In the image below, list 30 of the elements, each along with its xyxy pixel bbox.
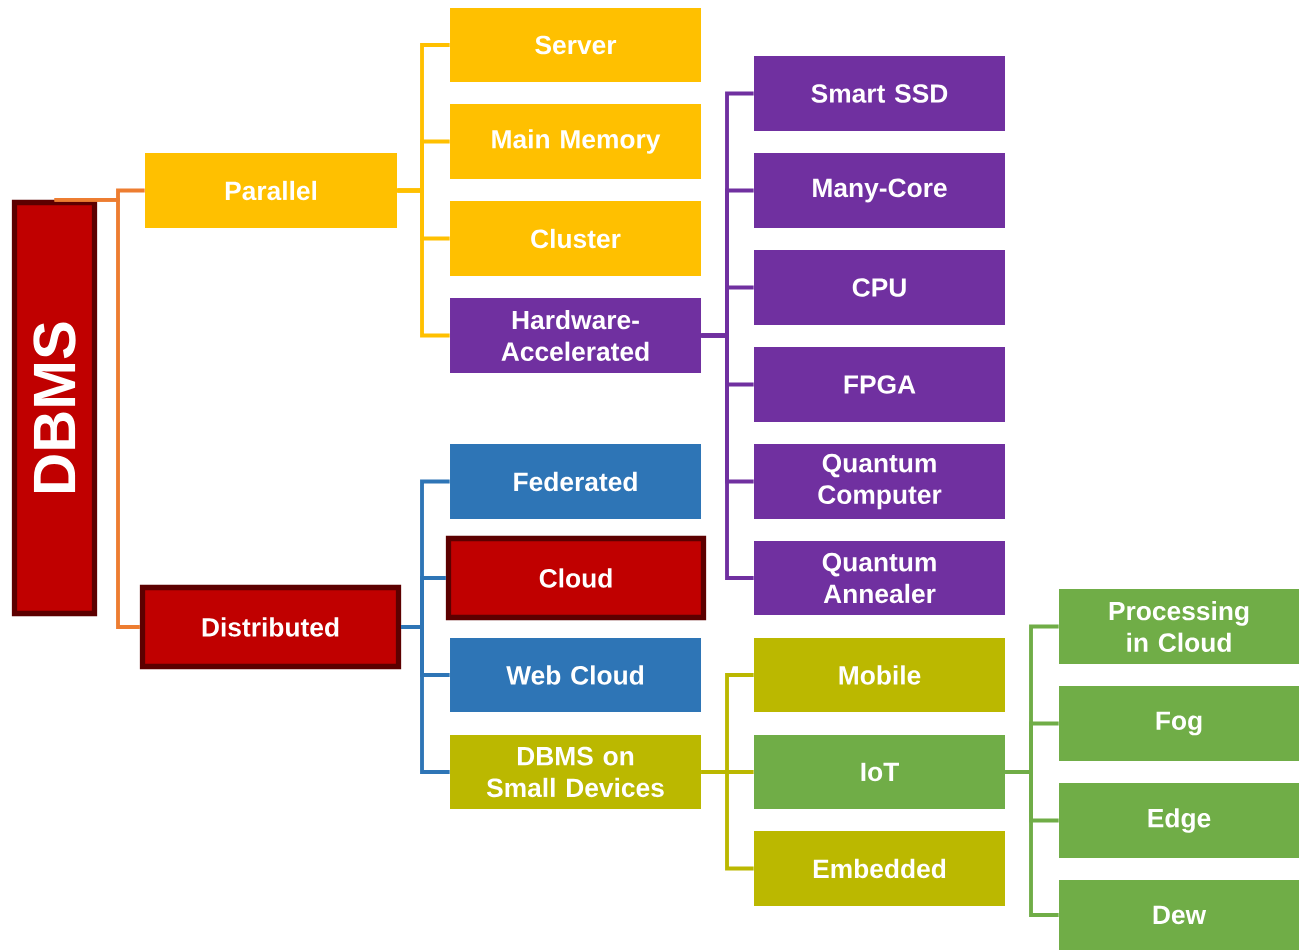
category-box: DBMS on Small Devices xyxy=(450,735,701,809)
connector-line xyxy=(397,188,450,338)
category-box: Main Memory xyxy=(450,104,701,179)
category-box: Quantum Computer xyxy=(754,444,1005,519)
category-box: FPGA xyxy=(754,347,1005,422)
category-box: Distributed xyxy=(139,584,402,670)
category-box: Mobile xyxy=(754,638,1005,712)
category-box: Parallel xyxy=(145,153,397,228)
category-box: CPU xyxy=(754,250,1005,325)
category-box: Server xyxy=(450,8,701,82)
connector-line xyxy=(701,770,754,871)
category-box: Hardware-Accelerated xyxy=(450,298,701,373)
category-box: Many-Core xyxy=(754,153,1005,228)
connector-line xyxy=(401,625,450,774)
category-box: Processing in Cloud xyxy=(1059,589,1299,664)
connector-line xyxy=(54,197,140,629)
category-box: Smart SSD xyxy=(754,56,1005,131)
category-box: Federated xyxy=(450,444,701,519)
category-box: Cloud xyxy=(445,535,707,621)
category-box: Quantum Annealer xyxy=(754,541,1005,615)
category-box: Dew xyxy=(1059,880,1299,950)
category-box: Web Cloud xyxy=(450,638,701,712)
category-box: IoT xyxy=(754,735,1005,809)
category-box: Fog xyxy=(1059,686,1299,761)
category-box: Embedded xyxy=(754,831,1005,906)
root-box: DBMS xyxy=(11,199,98,617)
category-box: Cluster xyxy=(450,201,701,276)
connector-line xyxy=(1005,770,1059,917)
category-box: Edge xyxy=(1059,783,1299,858)
connector-line xyxy=(701,333,754,580)
